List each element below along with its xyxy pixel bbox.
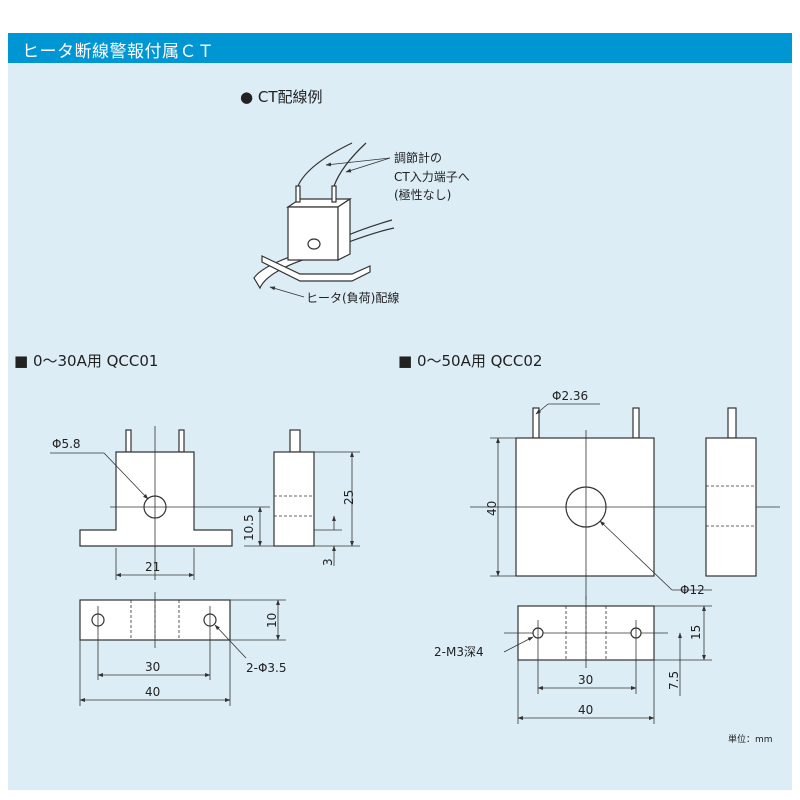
qcc01-dim-center: 10.5 — [242, 514, 256, 541]
label-heater: ヒータ(負荷)配線 — [306, 290, 399, 305]
qcc01-title: ■ 0～30A用 QCC01 — [14, 352, 158, 370]
wiring-example: ● CT配線例 — [240, 88, 470, 305]
ct-body-3d — [261, 185, 371, 282]
qcc01-dim-mount: 2-Φ3.5 — [246, 661, 287, 675]
ct-pin-left — [295, 185, 301, 203]
qcc02-dim-pitch: 30 — [578, 673, 593, 687]
qcc01-dim-width: 21 — [145, 560, 160, 574]
qcc02-title: ■ 0～50A用 QCC02 — [398, 352, 542, 370]
qcc02-dim-offset: 7.5 — [667, 671, 681, 690]
qcc01-side-view: 25 10.5 3 — [242, 429, 360, 566]
unit-note: 単位：mm — [728, 733, 773, 745]
qcc02-dim-length: 40 — [578, 703, 593, 717]
qcc02-dim-hole: Φ12 — [680, 583, 705, 597]
qcc01-dim-base: 3 — [321, 558, 335, 566]
content-panel — [8, 33, 792, 790]
ct-through-hole — [307, 238, 321, 250]
lead-wire-2 — [333, 142, 367, 187]
qcc01-bottom-view: 10 2-Φ3.5 30 40 — [79, 592, 287, 706]
section-header: ヒータ断線警報付属ＣＴ — [8, 33, 792, 63]
qcc02-dim-height: 40 — [485, 501, 499, 516]
qcc01-drawing: ■ 0～30A用 QCC01 Φ5.8 21 — [14, 352, 360, 706]
qcc01-dim-height: 25 — [342, 490, 356, 505]
qcc02-dim-mount: 2-M3深4 — [434, 645, 484, 659]
qcc02-front-view: Φ2.36 40 Φ12 — [470, 389, 780, 600]
ct-pin-right — [331, 185, 337, 203]
qcc02-drawing: ■ 0～50A用 QCC02 Φ2.36 40 — [398, 352, 780, 724]
qcc02-dim-depth: 15 — [689, 625, 703, 640]
qcc01-front-view: Φ5.8 21 — [50, 426, 270, 580]
lead-wire-1 — [297, 142, 353, 187]
qcc02-side-view — [705, 407, 757, 577]
label-terminal-3: (極性なし) — [394, 187, 451, 202]
wiring-title: ● CT配線例 — [240, 88, 323, 106]
qcc01-dim-depth: 10 — [265, 613, 279, 628]
qcc02-dim-pin: Φ2.36 — [552, 389, 588, 403]
qcc02-bottom-view: 2-M3深4 15 7.5 30 40 — [434, 596, 712, 724]
section-title: ヒータ断線警報付属ＣＴ — [22, 42, 215, 62]
label-terminal-2: CT入力端子へ — [394, 170, 470, 184]
label-terminal-1: 調節計の — [394, 150, 442, 165]
qcc01-dim-hole: Φ5.8 — [52, 437, 81, 451]
qcc01-dim-length: 40 — [145, 685, 160, 699]
qcc01-dim-pitch: 30 — [145, 660, 160, 674]
